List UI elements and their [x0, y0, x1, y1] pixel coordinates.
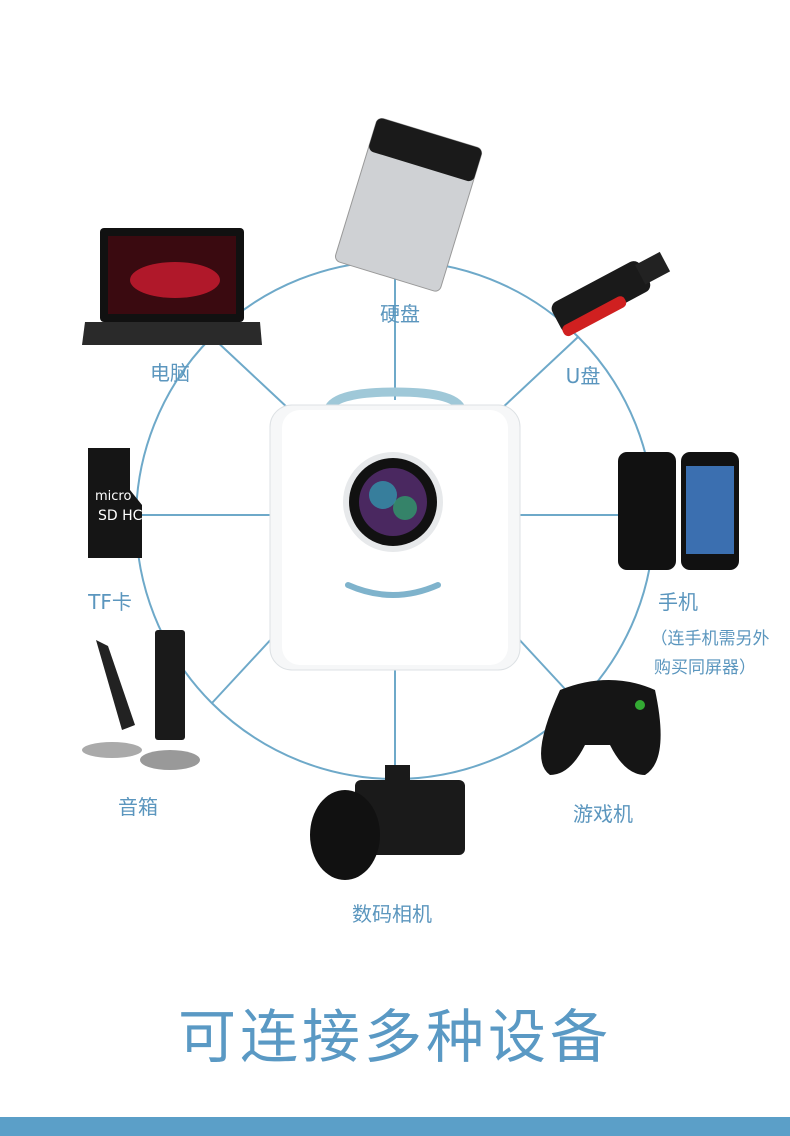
- usb-drive-icon: [551, 251, 671, 337]
- label-phone: 手机: [658, 590, 698, 614]
- headline: 可连接多种设备: [177, 1003, 612, 1071]
- spoke-tl: [211, 336, 291, 411]
- hard-drive-icon: [335, 117, 483, 292]
- spoke-tr: [499, 336, 579, 411]
- svg-text:micro: micro: [95, 489, 131, 504]
- svg-text:SD HC: SD HC: [98, 508, 143, 524]
- speaker-icon: [82, 630, 200, 770]
- label-gamepad: 游戏机: [573, 802, 633, 826]
- bottom-bar: [0, 1117, 790, 1136]
- spoke-bl: [211, 634, 276, 704]
- phone-icon: [618, 452, 739, 570]
- label-speaker: 音箱: [118, 795, 158, 819]
- projector-image: [269, 387, 521, 671]
- tf-card-icon: micro SD HC: [88, 448, 143, 558]
- phone-note-line1: （连手机需另外: [650, 629, 770, 649]
- phone-note-line2: 购买同屏器）: [654, 658, 756, 678]
- label-hdd: 硬盘: [380, 302, 420, 326]
- gamepad-icon: [541, 680, 661, 775]
- label-tf-card: TF卡: [88, 590, 132, 614]
- label-laptop: 电脑: [150, 361, 190, 385]
- camera-icon: [310, 765, 465, 880]
- label-usb: U盘: [565, 364, 601, 388]
- laptop-icon: [82, 228, 262, 345]
- label-camera: 数码相机: [352, 902, 432, 926]
